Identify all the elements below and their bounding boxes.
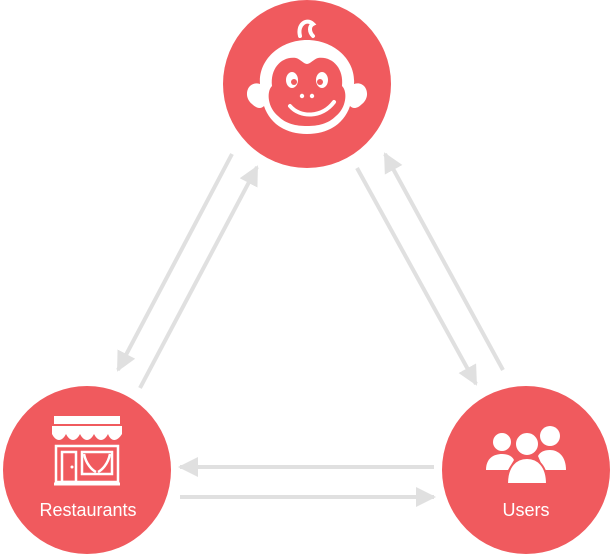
node-top (223, 0, 391, 168)
arrow-left-to-top (138, 165, 259, 389)
node-restaurants-circle (3, 386, 171, 554)
monkey-face-icon (246, 19, 368, 134)
node-users-label: Users (502, 500, 549, 520)
arrow-top-to-right (355, 167, 478, 386)
user-group-icon (486, 426, 566, 485)
node-users: Users (442, 386, 610, 554)
node-restaurants: Restaurants (3, 386, 171, 554)
arrows (116, 152, 505, 507)
node-restaurants-label: Restaurants (39, 500, 136, 520)
arrow-right-to-top (383, 152, 505, 371)
arrow-top-to-left (116, 153, 234, 372)
storefront-icon (52, 416, 122, 486)
